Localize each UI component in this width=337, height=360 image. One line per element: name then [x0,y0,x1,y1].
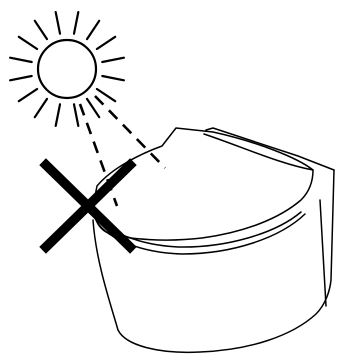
sun-ray [102,76,124,80]
sun-ray [74,104,78,126]
sun-ray [87,21,99,39]
toilet-lid [94,128,313,240]
sun-beams [80,96,165,206]
toilet-bowl [93,170,334,352]
sun-ray [102,58,124,62]
toilet-bowl-side-edge [320,200,326,306]
sun-ray [56,12,60,34]
sun-ray [87,99,99,117]
sun-ray [10,58,32,62]
sun-ray [10,76,32,80]
sun-ray [19,37,37,49]
sun-disc [38,40,96,98]
sun-ray [56,104,60,126]
sun-ray [35,21,47,39]
sun-ray [74,12,78,34]
sun-icon [10,12,124,126]
sun-beam-right [95,96,165,168]
sun-ray [97,37,115,49]
toilet-lid-rear-edge [204,134,313,170]
sun-ray [35,99,47,117]
sun-ray [19,89,37,101]
sun-rays [10,12,124,126]
cross-mark-icon [46,165,130,247]
